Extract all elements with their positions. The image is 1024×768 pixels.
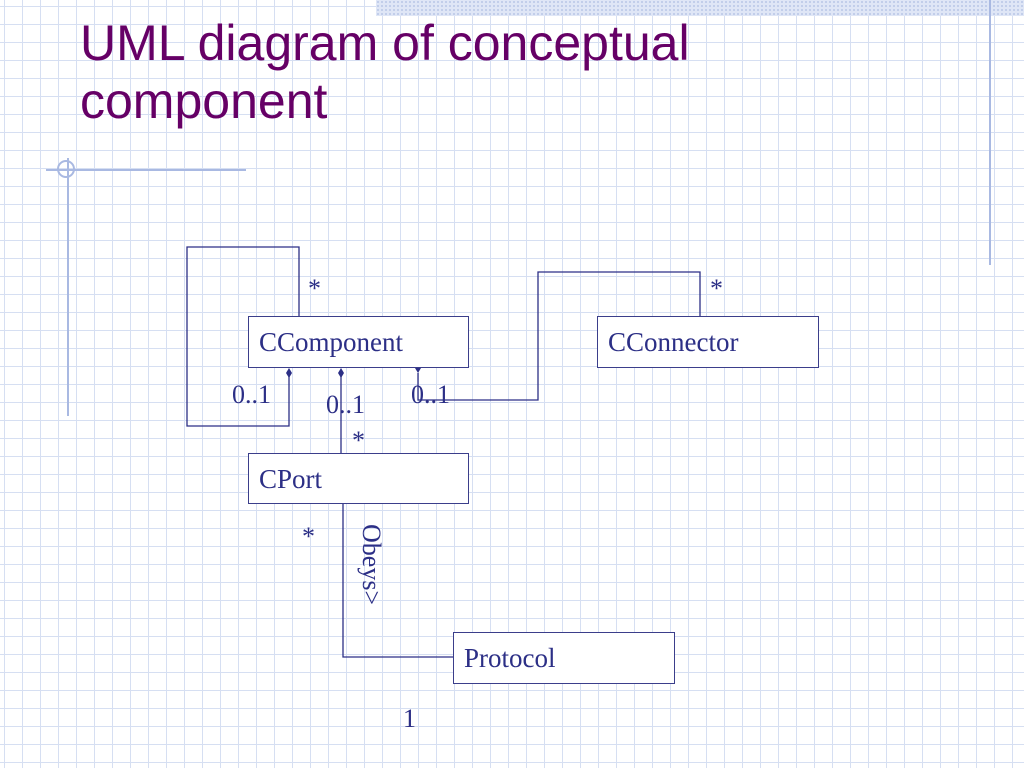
class-cconnector: CConnector — [597, 316, 819, 368]
multiplicity-component-port-zero-one: 0..1 — [326, 390, 365, 419]
top-decorative-band — [376, 0, 1024, 16]
component-connector-line — [417, 271, 701, 401]
class-protocol: Protocol — [453, 632, 675, 684]
association-label-obeys: Obeys> — [357, 524, 386, 606]
multiplicity-component-self-star: * — [308, 274, 321, 303]
slide-title-line-1: UML diagram of conceptual — [80, 15, 690, 71]
decorative-ring-icon — [57, 160, 75, 178]
multiplicity-port-star: * — [352, 426, 365, 455]
multiplicity-port-protocol-star: * — [302, 522, 315, 551]
class-cport-label: CPort — [259, 464, 323, 494]
class-protocol-label: Protocol — [464, 643, 556, 673]
self-association-line — [186, 246, 300, 427]
slide-title-line-2: component — [80, 73, 328, 129]
multiplicity-component-connector-zero-one: 0..1 — [411, 380, 450, 409]
right-decorative-rule — [989, 0, 991, 265]
port-protocol-line — [342, 503, 453, 658]
left-decorative-rule — [67, 158, 69, 416]
class-ccomponent-label: CComponent — [259, 327, 404, 357]
class-cport: CPort — [248, 453, 469, 504]
self-association-diamond — [286, 368, 292, 378]
class-ccomponent: CComponent — [248, 316, 469, 368]
class-cconnector-label: CConnector — [608, 327, 739, 357]
multiplicity-connector-star: * — [710, 274, 723, 303]
title-decorative-rule — [46, 169, 246, 171]
multiplicity-component-self-zero-one: 0..1 — [232, 380, 271, 409]
multiplicity-protocol-one: 1 — [403, 704, 416, 733]
component-port-diamond — [338, 368, 344, 378]
slide-title: UML diagram of conceptual component — [80, 14, 980, 130]
